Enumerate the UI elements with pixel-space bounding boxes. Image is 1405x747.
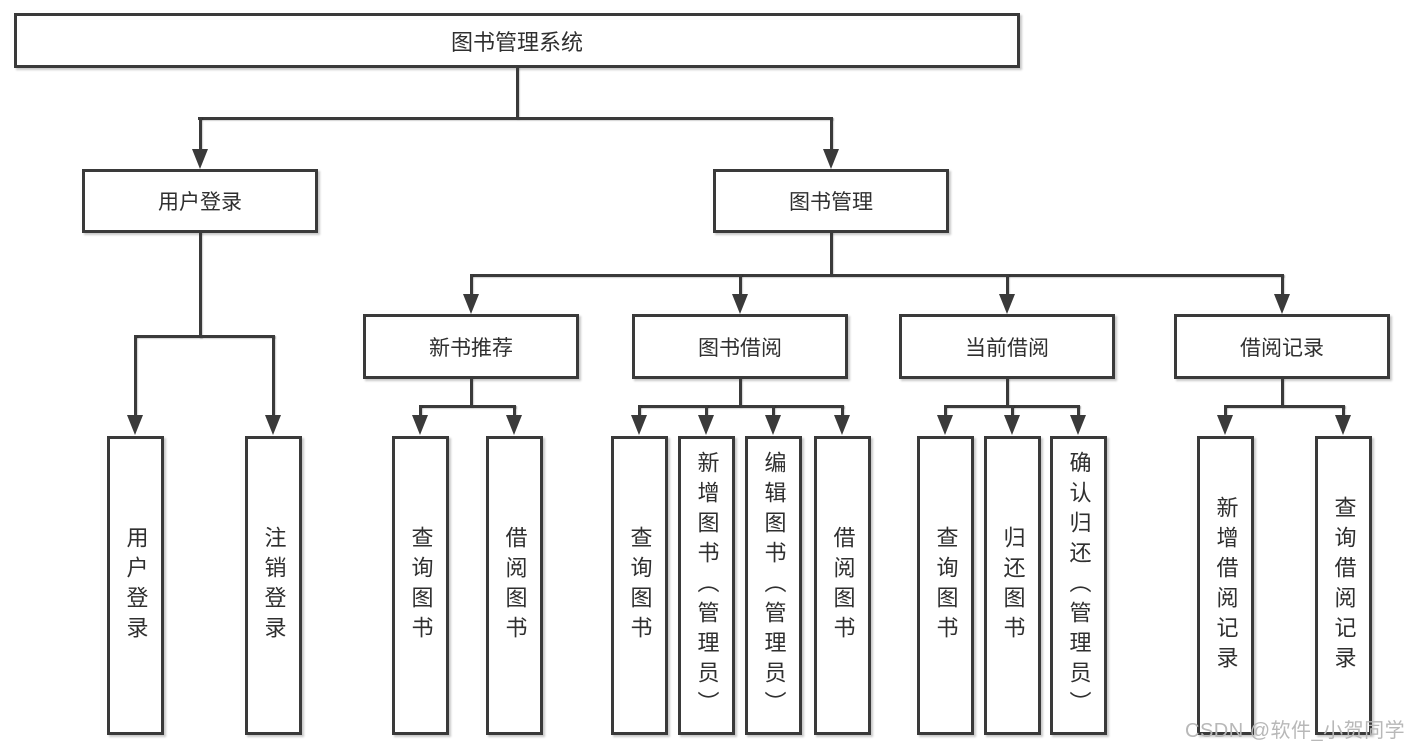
node-book-borrowing-label: 图书借阅 — [698, 336, 782, 360]
connector-drop-leaf — [705, 405, 708, 417]
connector-drop-leaf — [1342, 405, 1345, 417]
connector-new-book-recommendation-crossbar — [419, 405, 516, 408]
leaf-bb-query-books: 查询图书 — [611, 436, 668, 735]
connector-new-book-recommendation-stem — [470, 378, 473, 407]
leaf-bb-borrow-books-label: 借阅图书 — [830, 525, 856, 646]
arrow-down-icon — [1335, 415, 1351, 435]
node-book-management-label: 图书管理 — [789, 191, 873, 214]
node-root: 图书管理系统 — [14, 13, 1020, 68]
connector-drop-leaf — [772, 405, 775, 417]
arrow-down-icon — [506, 415, 522, 435]
connector-drop-new-book-recommendation — [470, 274, 473, 296]
leaf-nbr-borrow-books: 借阅图书 — [486, 436, 543, 735]
connector-drop-user-login — [199, 117, 202, 153]
arrow-down-icon — [732, 294, 748, 314]
connector-drop-book-management — [830, 117, 833, 153]
arrow-down-icon — [999, 294, 1015, 314]
leaf-bb-query-books-label: 查询图书 — [627, 525, 653, 646]
arrow-down-icon — [1004, 415, 1020, 435]
connector-drop-borrowing-records — [1281, 274, 1284, 296]
arrow-down-icon — [192, 149, 208, 169]
arrow-down-icon — [823, 149, 839, 169]
arrow-down-icon — [698, 415, 714, 435]
node-root-label: 图书管理系统 — [450, 29, 583, 55]
leaf-br-add-record: 新增借阅记录 — [1197, 436, 1254, 735]
node-new-book-recommendation: 新书推荐 — [363, 314, 579, 379]
arrow-down-icon — [631, 415, 647, 435]
csdn-watermark: CSDN @软件_小贺同学 — [1185, 720, 1405, 742]
leaf-bb-borrow-books: 借阅图书 — [814, 436, 871, 735]
leaf-bb-add-books-admin: 新增图书（管理员） — [678, 436, 735, 735]
connector-book-borrowing-stem — [739, 378, 742, 407]
connector-drop-leaf — [1011, 405, 1014, 417]
leaf-user-login-label: 用户登录 — [123, 525, 149, 646]
node-book-management: 图书管理 — [713, 169, 949, 233]
node-user-login: 用户登录 — [82, 169, 318, 233]
leaf-br-query-record: 查询借阅记录 — [1315, 436, 1372, 735]
connector-book-borrowing-crossbar — [638, 405, 844, 408]
arrow-down-icon — [834, 415, 850, 435]
arrow-down-icon — [937, 415, 953, 435]
connector-root-stem — [516, 67, 519, 119]
connector-borrowing-records-stem — [1281, 378, 1284, 407]
leaf-bb-add-books-admin-label: 新增图书（管理员） — [694, 450, 720, 721]
connector-borrowing-records-crossbar — [1224, 405, 1345, 408]
connector-drop-leaf — [1077, 405, 1080, 417]
leaf-user-login: 用户登录 — [107, 436, 164, 735]
connector-drop-leaf — [513, 405, 516, 417]
connector-current-borrowing-stem — [1006, 378, 1009, 407]
connector-user-login-stem — [199, 232, 202, 338]
leaf-nbr-query-books: 查询图书 — [392, 436, 449, 735]
leaf-cb-confirm-return-admin: 确认归还（管理员） — [1050, 436, 1107, 735]
connector-drop-book-borrowing — [739, 274, 742, 296]
connector-drop-leaf — [638, 405, 641, 417]
arrow-down-icon — [265, 415, 281, 435]
connector-drop-leaf — [944, 405, 947, 417]
arrow-down-icon — [1070, 415, 1086, 435]
leaf-br-query-record-label: 查询借阅记录 — [1331, 495, 1357, 676]
arrow-down-icon — [463, 294, 479, 314]
connector-drop-leaf-user-login — [134, 335, 137, 415]
node-new-book-recommendation-label: 新书推荐 — [429, 336, 513, 360]
leaf-cb-return-books-label: 归还图书 — [1000, 525, 1026, 646]
leaf-cb-confirm-return-admin-label: 确认归还（管理员） — [1066, 450, 1092, 721]
leaf-cb-query-books: 查询图书 — [917, 436, 974, 735]
connector-drop-current-borrowing — [1006, 274, 1009, 296]
arrow-down-icon — [1274, 294, 1290, 314]
node-borrowing-records: 借阅记录 — [1174, 314, 1390, 379]
leaf-cb-return-books: 归还图书 — [984, 436, 1041, 735]
arrow-down-icon — [412, 415, 428, 435]
leaf-bb-edit-books-admin: 编辑图书（管理员） — [745, 436, 802, 735]
leaf-cb-query-books-label: 查询图书 — [933, 525, 959, 646]
arrow-down-icon — [127, 415, 143, 435]
node-borrowing-records-label: 借阅记录 — [1240, 336, 1324, 360]
node-user-login-label: 用户登录 — [158, 191, 242, 214]
leaf-logout-label: 注销登录 — [261, 525, 287, 646]
node-current-borrowing: 当前借阅 — [899, 314, 1115, 379]
leaf-bb-edit-books-admin-label: 编辑图书（管理员） — [761, 450, 787, 721]
connector-drop-leaf — [1224, 405, 1227, 417]
node-book-borrowing: 图书借阅 — [632, 314, 848, 379]
connector-root-crossbar — [198, 117, 833, 120]
leaf-nbr-query-books-label: 查询图书 — [408, 525, 434, 646]
leaf-br-add-record-label: 新增借阅记录 — [1213, 495, 1239, 676]
connector-drop-leaf — [841, 405, 844, 417]
node-current-borrowing-label: 当前借阅 — [965, 336, 1049, 360]
connector-drop-leaf — [419, 405, 422, 417]
connector-drop-leaf-logout — [272, 335, 275, 415]
leaf-logout: 注销登录 — [245, 436, 302, 735]
leaf-nbr-borrow-books-label: 借阅图书 — [502, 525, 528, 646]
connector-user-login-crossbar — [134, 335, 275, 338]
arrow-down-icon — [1217, 415, 1233, 435]
connector-book-management-stem — [830, 232, 833, 276]
connector-book-management-crossbar — [470, 274, 1284, 277]
arrow-down-icon — [765, 415, 781, 435]
